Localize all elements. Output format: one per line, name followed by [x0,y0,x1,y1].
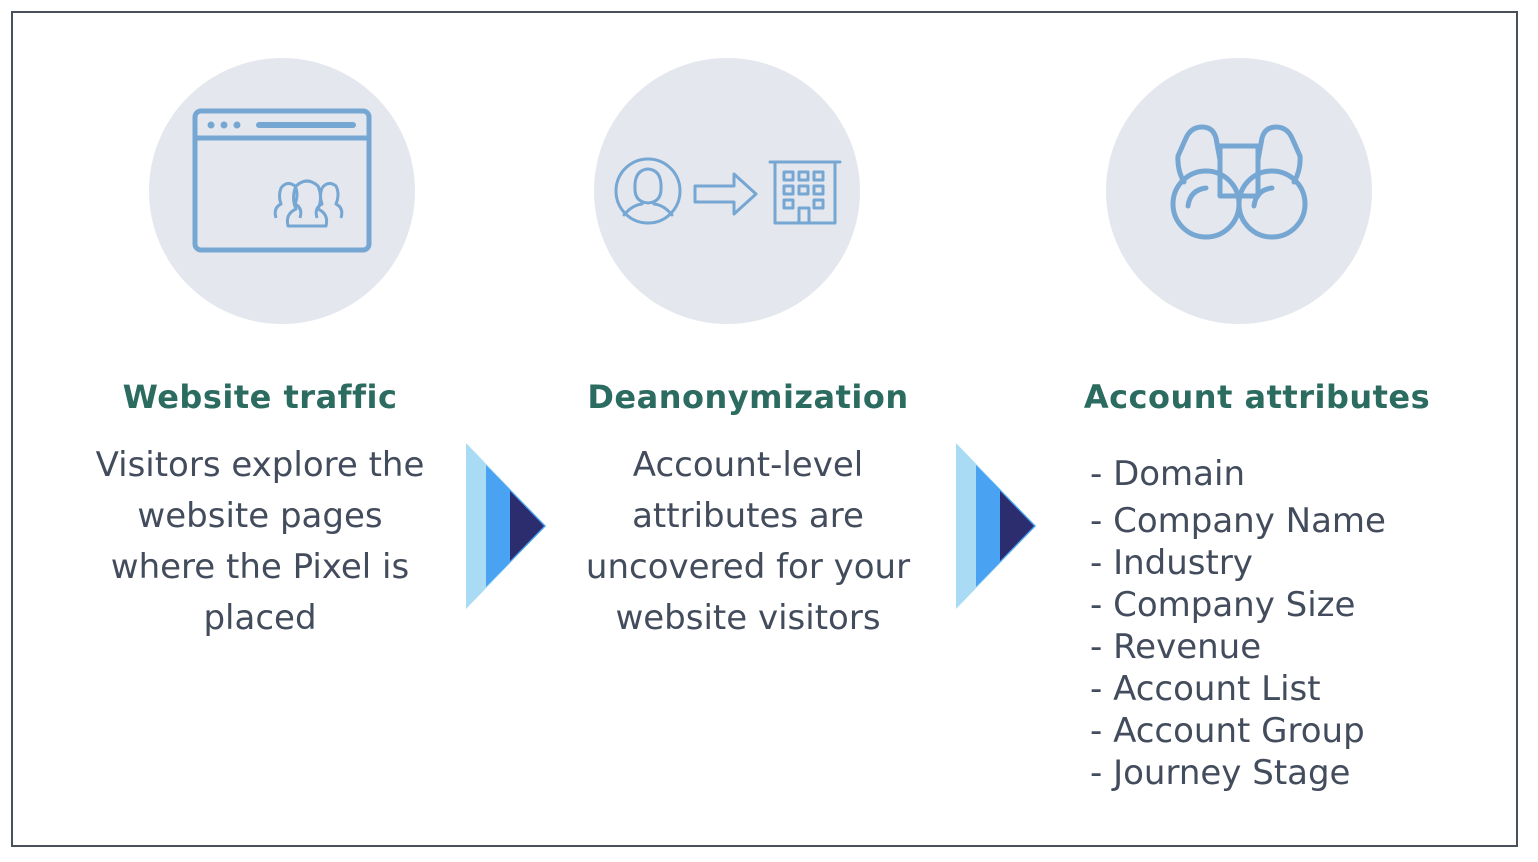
website-traffic-heading: Website traffic [122,378,398,416]
chevron-arrow-icon [466,443,546,609]
deanonymization-description: Account-level attributes are uncovered f… [585,445,911,638]
website-traffic-circle [149,58,415,324]
attribute-item: - Company Size [1090,585,1356,625]
attribute-item: - Account Group [1090,711,1365,751]
attribute-item: - Revenue [1090,627,1262,667]
diagram-frame [11,11,1518,847]
person-arrow-building-icon [614,157,842,225]
account-attributes-list: - Domain - Company Name - Industry - Com… [1090,448,1386,794]
website-traffic-description: Visitors explore the website pages where… [95,445,425,638]
account-attributes-heading: Account attributes [1083,378,1431,416]
deanonymization-heading: Deanonymization [587,378,909,416]
binoculars-icon [1170,124,1308,240]
deanonymization-circle [594,58,860,324]
attribute-item: - Journey Stage [1090,753,1351,793]
attribute-item: - Account List [1090,669,1321,709]
attribute-item: - Company Name [1090,501,1386,541]
browser-window-users-icon [192,108,372,253]
attribute-item: - Industry [1090,543,1253,583]
account-attributes-circle [1106,58,1372,324]
attribute-item: - Domain [1090,454,1246,494]
chevron-arrow-icon [956,443,1036,609]
